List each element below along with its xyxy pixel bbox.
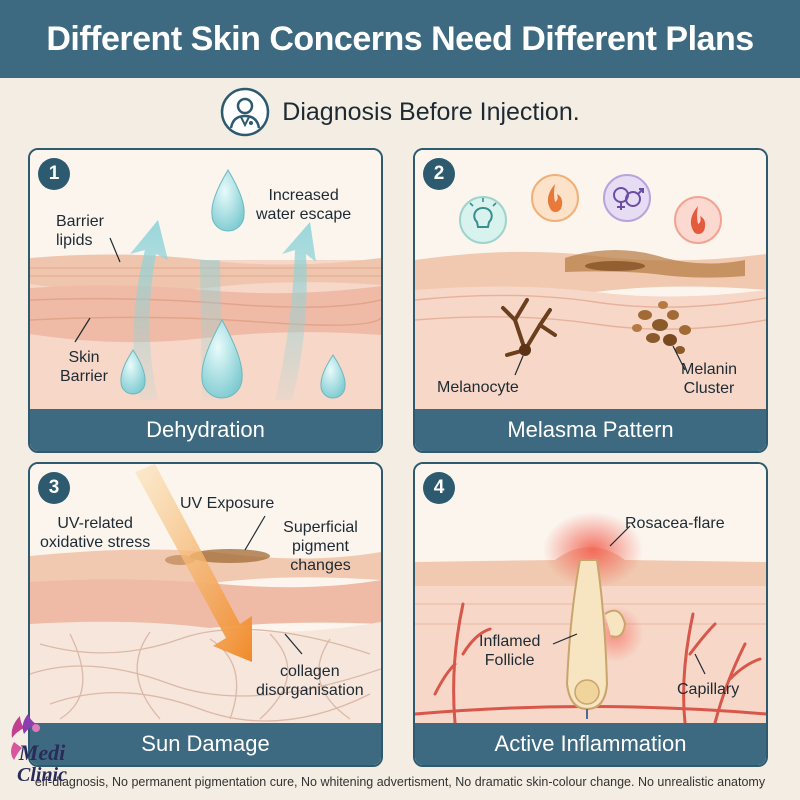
label-melanin-cluster: Melanin Cluster <box>681 361 738 397</box>
water-drop-bottom-left <box>120 349 146 395</box>
panel-sun-damage: 3 UV Exposure UV-related oxidative stres… <box>28 462 383 767</box>
logo-text: Medi <box>18 740 66 765</box>
label-pigment-changes: Superficial pigment changes <box>283 519 358 574</box>
water-arrow-left <box>130 220 168 400</box>
label-collagen: collagen disorganisation <box>256 663 364 699</box>
panel-title: Active Inflammation <box>415 723 766 765</box>
water-drop-top <box>211 169 245 232</box>
panel-dehydration: 1 Barrier lipids Increased water escape … <box>28 148 383 453</box>
uv-arrow <box>135 464 252 662</box>
panel-inflammation: 4 Rosacea-flare Inflamed Follicle Capill… <box>413 462 768 767</box>
logo-text: Clinic <box>16 764 67 786</box>
doctor-icon <box>221 87 270 137</box>
panel-number-badge: 3 <box>38 472 70 504</box>
inflammation-illustration <box>415 464 766 765</box>
panel-number-badge: 2 <box>423 158 455 190</box>
clinic-logo: Medi Clinic <box>6 712 78 794</box>
epidermis-layer <box>30 579 381 632</box>
collagen-fibers <box>30 628 381 722</box>
water-drop-bottom-right <box>320 354 346 399</box>
label-oxidative-stress: UV-related oxidative stress <box>40 515 151 551</box>
label-barrier-lipids: Barrier lipids <box>56 213 105 249</box>
melanocyte <box>501 298 557 357</box>
follicle <box>565 559 609 711</box>
label-follicle: Inflamed Follicle <box>479 633 541 669</box>
panel-title: Sun Damage <box>30 723 381 765</box>
subtitle: Diagnosis Before Injection. <box>282 97 580 126</box>
water-drop-bottom-center <box>201 318 243 399</box>
melanin-cluster <box>632 301 691 354</box>
sun-damage-illustration <box>30 464 381 765</box>
label-uv-exposure: UV Exposure <box>180 495 275 512</box>
panel-title: Melasma Pattern <box>415 409 766 451</box>
label-skin-barrier: Skin Barrier <box>60 349 109 385</box>
header-band <box>0 0 800 78</box>
label-capillary: Capillary <box>677 681 740 698</box>
pigment-spot <box>190 549 270 563</box>
subheader: Diagnosis Before Injection. <box>0 84 800 140</box>
label-water-escape: Increased water escape <box>256 187 352 223</box>
dermis-layer <box>30 621 381 723</box>
water-arrow-right <box>275 222 316 400</box>
flame-icon <box>531 174 579 222</box>
melasma-illustration <box>415 150 766 451</box>
dehydration-illustration <box>30 150 381 451</box>
panel-melasma: 2 Melanocyte Melanin Cluster Melasma Pat… <box>413 148 768 453</box>
panel-number-badge: 4 <box>423 472 455 504</box>
label-rosacea: Rosacea-flare <box>625 515 725 532</box>
lightbulb-icon <box>459 196 507 244</box>
label-melanocyte: Melanocyte <box>437 379 519 396</box>
panel-number-badge: 1 <box>38 158 70 190</box>
panel-title: Dehydration <box>30 409 381 451</box>
flame-icon <box>674 196 722 244</box>
disclaimer: elf-diagnosis, No permanent pigmentation… <box>34 775 766 789</box>
page-title: Different Skin Concerns Need Different P… <box>46 20 754 58</box>
redness-glow <box>543 512 643 588</box>
